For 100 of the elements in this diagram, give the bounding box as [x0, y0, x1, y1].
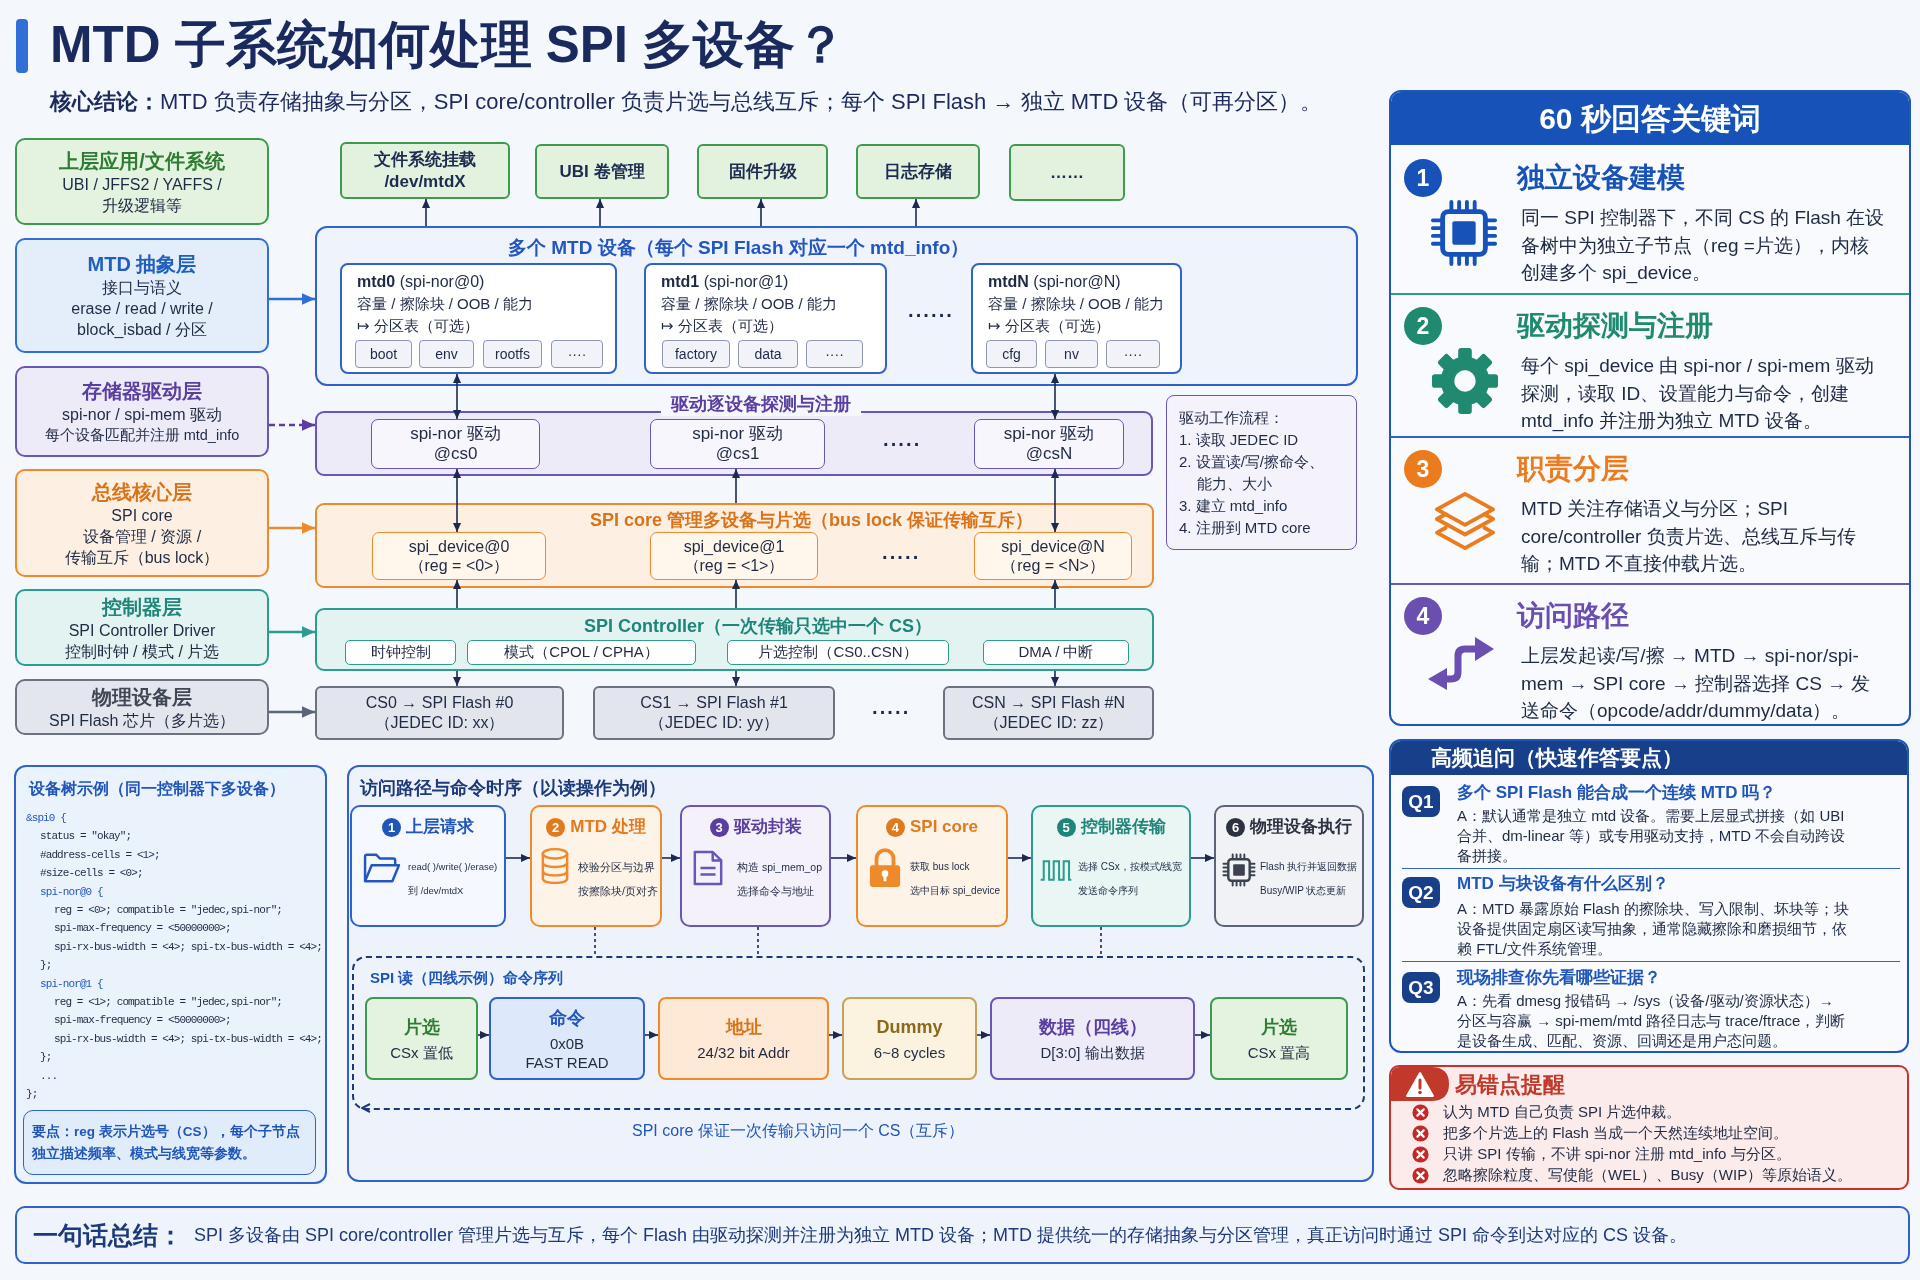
device-name: mtd0 (spi-nor@0)	[357, 272, 485, 292]
phase-box	[365, 997, 478, 1080]
arrow	[269, 293, 315, 305]
arrow	[1194, 1030, 1211, 1040]
phase-title: 地址	[725, 1016, 762, 1039]
section-text: 上层发起读/写/擦 → MTD → spi-nor/spi-mem → SPI core → 控制器选择 CS → 发送命令（opcode/addr/dummy/data）。	[1521, 644, 1872, 723]
spi-device-box: spi_device@N （reg = <N>）	[974, 532, 1132, 580]
partition-heading: ↦ 分区表（可选）	[661, 316, 783, 336]
phase-title: Dummy	[876, 1016, 943, 1039]
phase-title: 片选	[403, 1016, 440, 1039]
arrow	[756, 198, 766, 227]
flash-chip-box: CS0 → SPI Flash #0 （JEDEC ID: xx）	[315, 686, 564, 740]
layer-description: 每个设备匹配并注册 mtd_info	[44, 425, 240, 445]
ellipsis: ·····	[882, 545, 921, 570]
layer-title: 控制器层	[102, 594, 182, 620]
band-title: 多个 MTD 设备（每个 SPI Flash 对应一个 mtd_info）	[508, 236, 970, 260]
layer-box	[15, 679, 269, 735]
band-title: 驱动逐设备探测与注册	[661, 392, 861, 416]
section-heading: 独立设备建模	[1517, 161, 1685, 195]
partition-heading: ↦ 分区表（可选）	[357, 316, 479, 336]
driver-box: spi-nor 驱动 @cs0	[371, 419, 540, 469]
number-badge: 1	[1404, 159, 1442, 197]
pitfall-text: 认为 MTD 自己负责 SPI 片选仲裁。	[1443, 1102, 1682, 1122]
layer-title: 存储器驱动层	[82, 378, 202, 404]
question-badge: Q2	[1402, 877, 1440, 908]
code-line: spi-max-frequency = <50000000>;	[54, 1013, 231, 1029]
arrow	[1050, 373, 1060, 420]
layer-box	[15, 366, 269, 457]
arrow	[477, 1030, 490, 1040]
arrow	[830, 853, 857, 863]
code-line: reg = <0>; compatible = "jedec,spi-nor";	[54, 903, 283, 918]
partition-tag: rootfs	[483, 340, 542, 368]
panel-header: 高频追问（快速作答要点）	[1391, 741, 1907, 775]
question-badge: Q1	[1402, 786, 1440, 817]
layer-box	[15, 138, 269, 225]
code-line: };	[40, 1050, 52, 1066]
layer-box	[15, 589, 269, 666]
number-badge: 3	[1404, 450, 1442, 488]
function-tag: 模式（CPOL / CPHA）	[467, 640, 696, 665]
workflow-title: 驱动工作流程：	[1179, 408, 1285, 428]
step-heading: 驱动封装	[733, 816, 802, 838]
sequence-frame	[352, 956, 1365, 1110]
phase-box	[658, 997, 829, 1080]
code-line: #address-cells = <1>;	[40, 847, 160, 863]
code-line: spi-nor@1 {	[40, 976, 103, 992]
workflow-step: 2. 设置读/写/擦命令、能力、大小	[1179, 451, 1336, 495]
ellipsis: ·····	[872, 700, 911, 725]
layer-title: 总线核心层	[92, 479, 192, 505]
arrow	[828, 1030, 843, 1040]
step-heading: SPI core	[909, 816, 978, 838]
step-box	[1031, 805, 1191, 927]
partition-tag: cfg	[986, 340, 1037, 368]
panel-title: 访问路径与命令时序（以读操作为例）	[360, 777, 666, 800]
device-details: 容量 / 擦除块 / OOB / 能力	[661, 294, 837, 314]
layer-title: MTD 抽象层	[87, 252, 197, 277]
summary-heading: 一句话总结：	[33, 1220, 183, 1251]
function-tag: DMA / 中断	[983, 640, 1129, 665]
mtd-device-box	[644, 263, 887, 374]
phase-text: FAST READ	[525, 1052, 609, 1072]
question: 多个 SPI Flash 能合成一个连续 MTD 吗？	[1457, 782, 1777, 804]
partition-tag: ····	[1106, 340, 1160, 368]
layer-description: 设备管理 / 资源 / 传输互斥（bus lock）	[63, 526, 221, 568]
arrow	[1050, 579, 1060, 609]
section-heading: 驱动探测与注册	[1517, 309, 1713, 343]
arrow	[452, 670, 462, 687]
summary-bar	[15, 1206, 1910, 1264]
access-path-panel	[347, 765, 1374, 1182]
phase-box	[990, 997, 1195, 1080]
layer-title: 上层应用/文件系统	[59, 148, 225, 174]
consumer-box: UBI 卷管理	[535, 144, 669, 199]
step-heading: 上层请求	[406, 816, 474, 838]
question: 现场排查你先看哪些证据？	[1457, 967, 1661, 989]
phase-text: D[3:0] 输出数据	[1040, 1043, 1145, 1062]
partition-tag: data	[738, 340, 798, 368]
step-box	[1214, 805, 1364, 927]
phase-title: 片选	[1261, 1016, 1297, 1039]
consumer-box: 固件升级	[697, 144, 828, 199]
connector-line	[1100, 926, 1102, 957]
phase-title: 命令	[549, 1006, 585, 1030]
answer: A：默认通常是独立 mtd 设备。需要上层显式拼接（如 UBI 合并、dm-linear 等）或专用驱动支持，MTD 不会自动跨设备拼接。	[1457, 806, 1847, 866]
controller-band	[315, 608, 1154, 671]
phase-text: 0x0B	[549, 1033, 585, 1053]
arrow	[269, 706, 315, 718]
number-badge: 3	[709, 817, 729, 837]
step-text: 选择 CSx，按模式/线宽	[1078, 860, 1183, 874]
keyword-panel	[1389, 90, 1911, 726]
keyword-section	[1391, 583, 1909, 724]
number-badge: 6	[1226, 817, 1245, 837]
code-line: #size-cells = <0>;	[40, 866, 143, 882]
section-text: MTD 关注存储语义与分区；SPI core/controller 负责片选、总线互斥与传输；MTD 不直接仲载片选。	[1521, 497, 1857, 576]
device-name: mtd1 (spi-nor@1)	[661, 272, 789, 292]
arrow	[1007, 853, 1032, 863]
arrow	[269, 626, 315, 638]
number-badge: 2	[546, 817, 566, 837]
mtd-device-box	[340, 263, 617, 374]
remark-text: SPI core 保证一次传输只访问一个 CS（互斥）	[632, 1121, 965, 1141]
consumer-box: 文件系统挂载 /dev/mtdX	[340, 142, 510, 199]
arrow	[731, 579, 741, 609]
subtitle: 核心结论：MTD 负责存储抽象与分区，SPI core/controller 负责片选与总线互斥；每个 SPI Flash → 独立 MTD 设备（可再分区）。	[50, 88, 1323, 116]
mtd-device-box	[971, 263, 1182, 374]
